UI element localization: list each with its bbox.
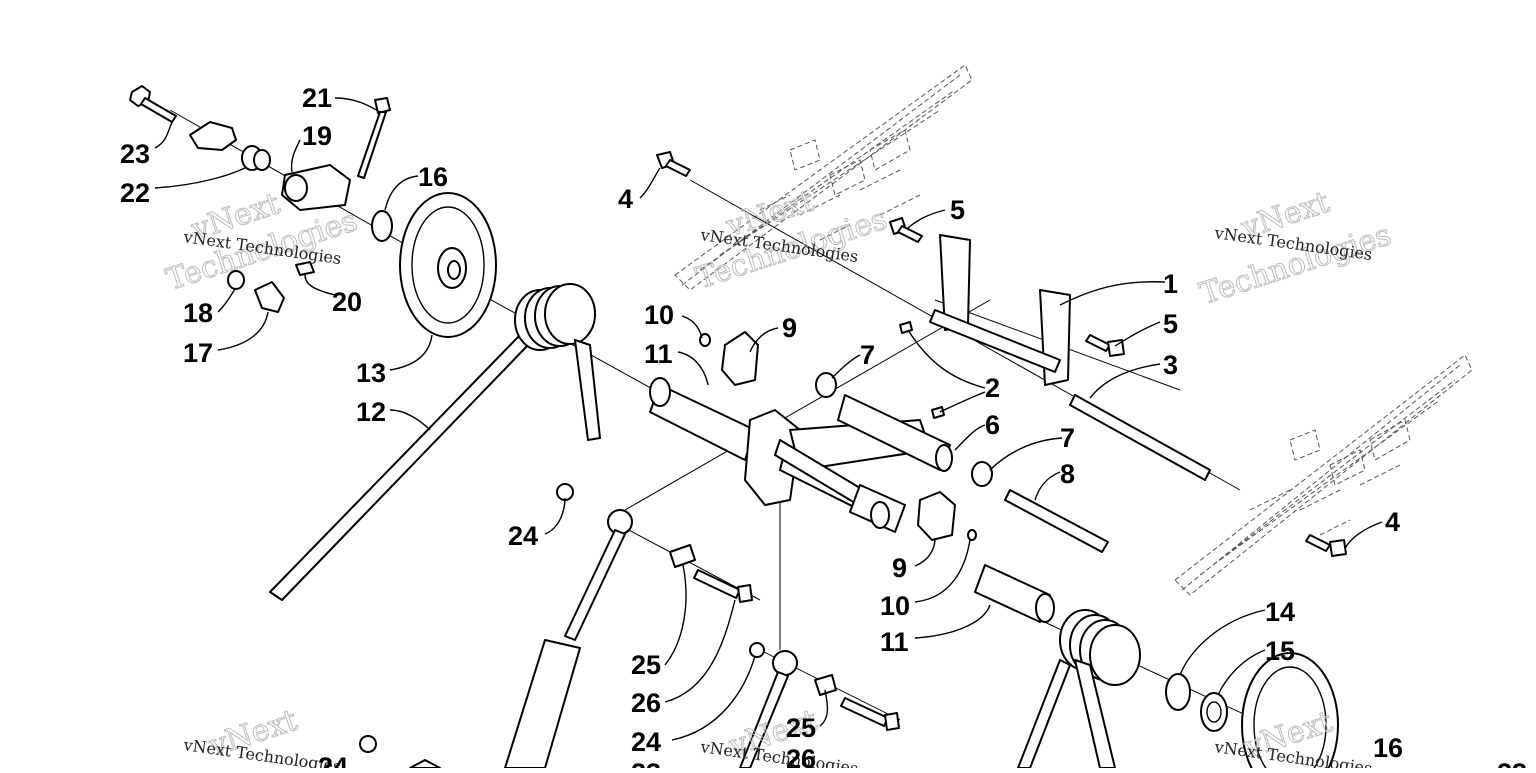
bolt-5-right bbox=[1085, 334, 1125, 357]
lower-rail-phantom bbox=[1174, 354, 1473, 596]
tube-6 bbox=[837, 394, 953, 472]
callout-11-lower: 11 bbox=[880, 627, 909, 657]
callout-25-right: 25 bbox=[786, 713, 816, 743]
callout-14: 14 bbox=[1265, 597, 1295, 627]
bushing-16-top bbox=[371, 210, 393, 242]
callout-5-right: 5 bbox=[1163, 309, 1178, 339]
callout-2: 2 bbox=[985, 373, 1000, 403]
callout-10-lower: 10 bbox=[880, 591, 910, 621]
upper-rail-phantom bbox=[674, 64, 973, 291]
bearing-15 bbox=[1200, 692, 1228, 732]
adjuster-block-19 bbox=[281, 164, 351, 211]
bolt-4-top bbox=[656, 151, 691, 177]
leader-lines bbox=[154, 97, 1383, 741]
block-9-upper bbox=[721, 331, 759, 386]
callout-22: 22 bbox=[120, 178, 150, 208]
callout-16: 16 bbox=[418, 162, 448, 192]
idler-wheel-13 bbox=[399, 192, 497, 338]
callout-20: 20 bbox=[332, 287, 362, 317]
bushing-7-upper bbox=[815, 372, 837, 398]
callout-24-bottom-left: 24 bbox=[318, 752, 348, 768]
bolt-21 bbox=[357, 97, 391, 179]
clip-10-lower bbox=[967, 529, 977, 541]
callout-18: 18 bbox=[183, 298, 213, 328]
callout-6: 6 bbox=[985, 410, 1000, 440]
pin-8 bbox=[1004, 489, 1109, 553]
bushing-7-lower bbox=[971, 461, 993, 487]
bolt-4-right bbox=[1305, 534, 1347, 557]
callout-7-lower: 7 bbox=[1060, 423, 1075, 453]
callout-24-left: 24 bbox=[508, 521, 538, 551]
bracket-1 bbox=[929, 234, 1071, 386]
callout-21: 21 bbox=[302, 83, 332, 113]
callout-7-upper: 7 bbox=[860, 340, 875, 370]
callout-24-bottom: 24 bbox=[631, 727, 661, 757]
clip-10-upper bbox=[699, 333, 711, 347]
callout-17: 17 bbox=[183, 338, 213, 368]
callout-15: 15 bbox=[1265, 636, 1295, 666]
set-screw-2b bbox=[931, 406, 945, 419]
callout-5-top: 5 bbox=[950, 195, 965, 225]
shock-absorber bbox=[504, 509, 633, 769]
block-9-lower bbox=[917, 491, 956, 541]
lower-arm bbox=[739, 642, 900, 769]
bolt-5-top bbox=[889, 217, 923, 243]
nut-20 bbox=[295, 261, 315, 276]
callout-3: 3 bbox=[1163, 350, 1178, 380]
shaft-11-upper bbox=[649, 377, 756, 461]
callout-13: 13 bbox=[356, 358, 386, 388]
callout-4-top: 4 bbox=[618, 184, 633, 214]
tube-11-lower bbox=[974, 564, 1055, 623]
shaft-11-lower-left bbox=[849, 484, 906, 533]
torsion-spring-12 bbox=[269, 283, 601, 601]
bolt-26 bbox=[693, 569, 753, 603]
callout-19: 19 bbox=[302, 121, 332, 151]
callout-12: 12 bbox=[356, 397, 386, 427]
callout-23-bottom-right: 23 bbox=[1497, 758, 1527, 768]
callout-23: 23 bbox=[120, 139, 150, 169]
bolt-23 bbox=[129, 85, 177, 123]
nut-24 bbox=[556, 483, 574, 501]
callout-26-left: 26 bbox=[631, 688, 661, 718]
callout-labels: 23 22 21 19 16 18 20 17 13 12 4 5 1 5 3 … bbox=[120, 83, 1527, 773]
shaft-3 bbox=[1069, 394, 1211, 481]
callout-16-lower: 16 bbox=[1373, 733, 1403, 763]
callout-1: 1 bbox=[1163, 269, 1178, 299]
callout-4-right: 4 bbox=[1385, 507, 1400, 537]
callout-10-upper: 10 bbox=[644, 300, 674, 330]
callout-9-lower: 9 bbox=[892, 553, 907, 583]
idler-wheel-lower bbox=[1241, 652, 1339, 773]
washer-plate bbox=[189, 121, 237, 151]
callout-25-left: 25 bbox=[631, 650, 661, 680]
sleeve-25 bbox=[669, 544, 696, 568]
bolt-bottom-left bbox=[359, 735, 441, 769]
callout-8: 8 bbox=[1060, 459, 1075, 489]
cap-17 bbox=[254, 281, 285, 313]
callout-11-upper: 11 bbox=[644, 339, 673, 369]
callout-9-upper: 9 bbox=[782, 313, 797, 343]
torsion-spring-right bbox=[1017, 609, 1141, 769]
ring-14 bbox=[1165, 673, 1191, 711]
set-screw-2a bbox=[899, 321, 913, 334]
callout-23-bottom: 23 bbox=[631, 758, 661, 768]
callout-26-right: 26 bbox=[786, 744, 816, 768]
bushing-22 bbox=[241, 145, 271, 171]
